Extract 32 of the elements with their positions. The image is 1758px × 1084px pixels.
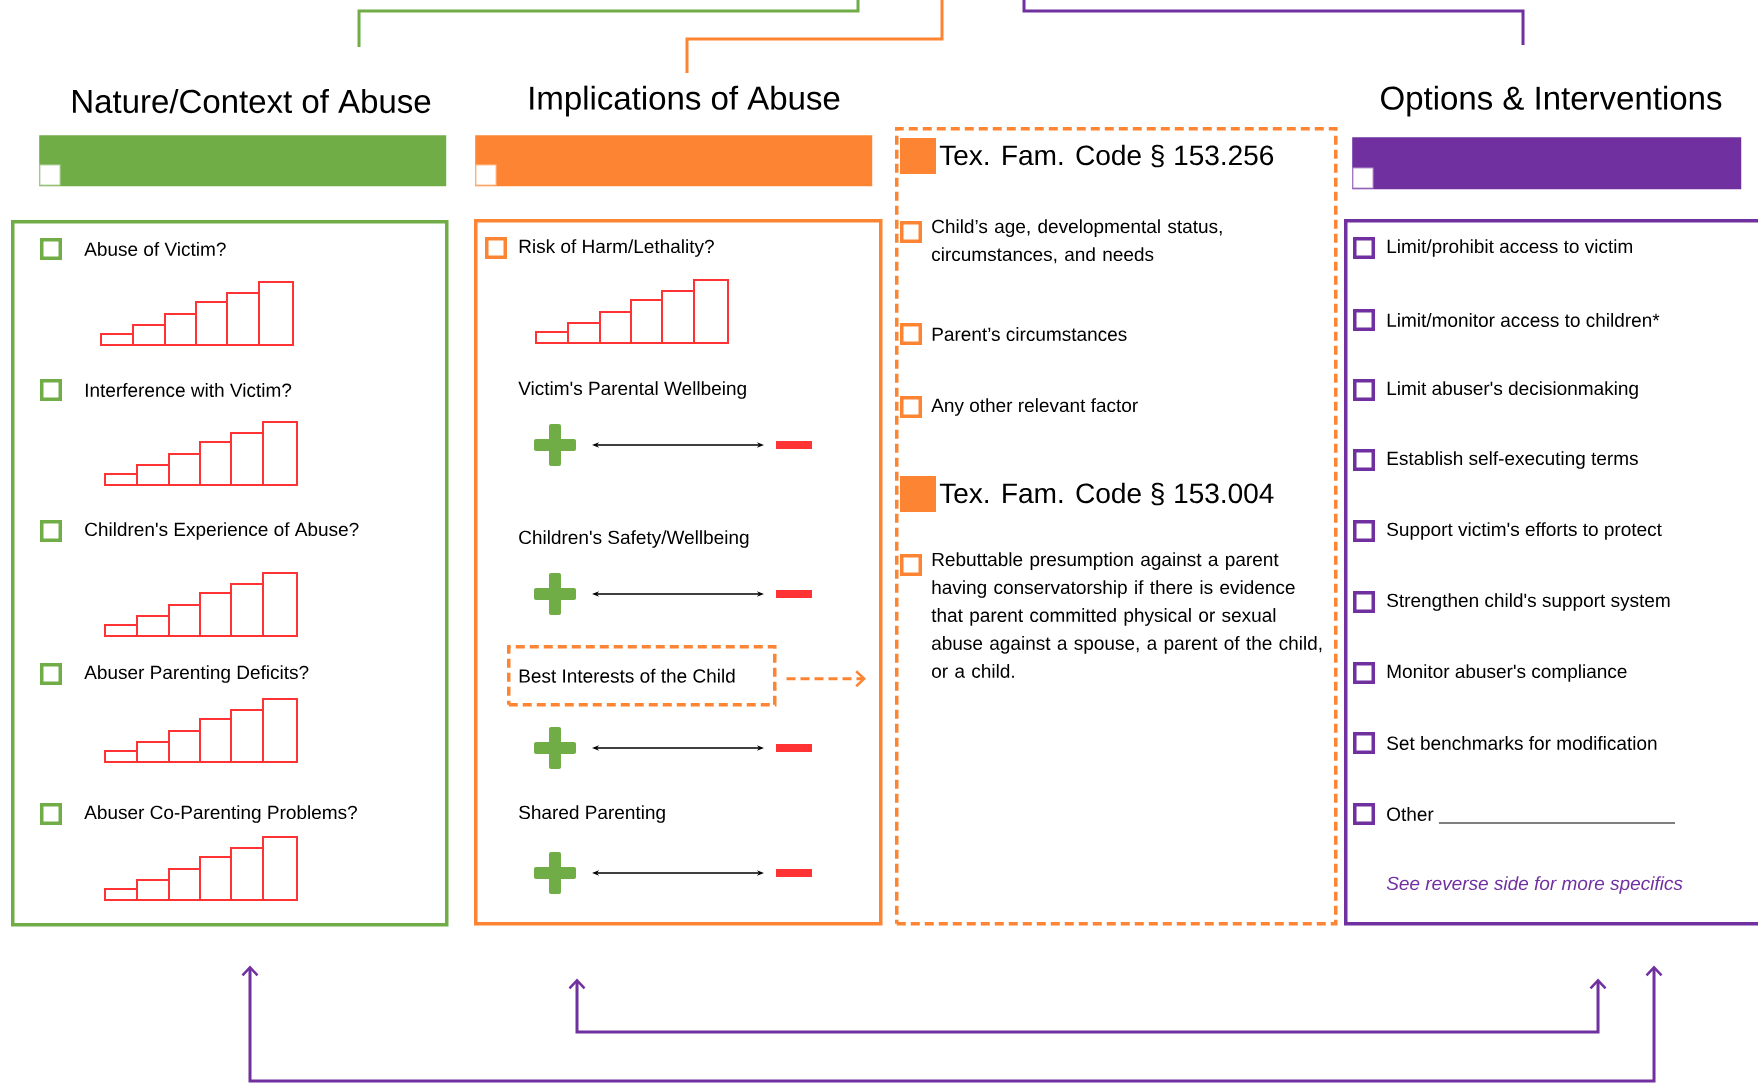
code-heading: Tex. Fam. Code § 153.256 <box>939 144 1274 168</box>
checklist-item: Abuse of Victim? <box>84 242 226 256</box>
checklist-item: Interference with Victim? <box>85 383 292 397</box>
item-label: Shared Parenting <box>519 805 665 823</box>
connector-arrow <box>786 670 866 688</box>
checklist-item: Abuser Parenting Deficits? <box>84 665 309 683</box>
checklist-item: Risk of Harm/Lethality? <box>519 239 714 257</box>
connector-arrow <box>568 978 1607 1034</box>
checklist-item: Children's Experience of Abuse? <box>85 522 359 540</box>
checklist-item: Other <box>1387 807 1434 821</box>
checklist-item: Monitor abuser's compliance <box>1387 664 1627 682</box>
checklist-item: Set benchmarks for modification <box>1387 736 1657 750</box>
checklist-item: Limit/prohibit access to victim <box>1387 239 1632 257</box>
checklist-item: Parent’s circumstances <box>932 327 1127 341</box>
checklist-item: Abuser Co-Parenting Problems? <box>84 805 357 823</box>
checklist-item: Child’s age, developmental status, circumstances, and needs <box>932 219 1222 264</box>
checklist-item: Limit/monitor access to children* <box>1387 313 1660 327</box>
item-label: Victim's Parental Wellbeing <box>518 381 746 399</box>
checklist-item: Rebuttable presumption against a parent having conservatorship if there is evidence that parent committed physical or sexual abuse against a spouse, a parent of the child, or a child. <box>931 552 1322 678</box>
code-heading: Tex. Fam. Code § 153.004 <box>939 482 1274 506</box>
checklist-item: Any other relevant factor <box>931 398 1138 416</box>
item-label: Children's Safety/Wellbeing <box>519 530 749 548</box>
checklist-item: Strengthen child's support system <box>1387 593 1670 611</box>
box-label: Best Interests of the Child <box>519 668 735 683</box>
column-heading: Nature/Context of Abuse <box>73 88 431 114</box>
checklist-item: Support victim's efforts to protect <box>1387 522 1662 540</box>
connector-arrow <box>241 965 1663 1083</box>
column-heading: Implications of Abuse <box>530 85 840 117</box>
column-heading: Options & Interventions <box>1381 85 1722 117</box>
checklist-item: Establish self-executing terms <box>1387 451 1638 469</box>
note: See reverse side for more specifics <box>1386 876 1683 894</box>
checklist-item: Limit abuser's decisionmaking <box>1387 381 1638 399</box>
